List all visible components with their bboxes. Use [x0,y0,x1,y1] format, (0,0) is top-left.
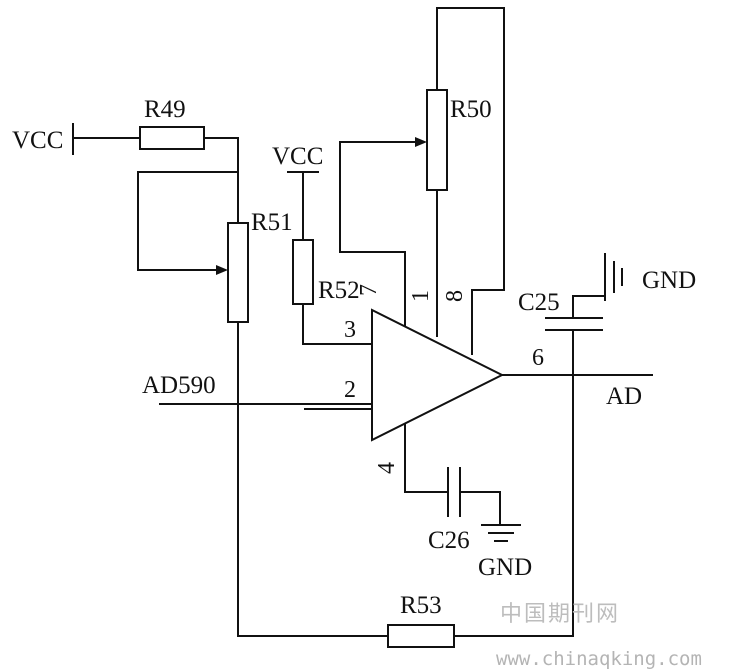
resistor-r51 [227,222,249,323]
r51-wiper-arrow [216,265,228,275]
label-r51: R51 [251,209,293,236]
pin-label-2: 2 [344,377,356,403]
wire-pin7 [339,141,417,331]
resistor-r50 [426,89,448,191]
wire-r50-top-loop [436,7,505,355]
label-r53: R53 [400,592,442,619]
label-ad590: AD590 [142,372,216,399]
pin-label-1: 1 [408,290,434,302]
capacitor-c26 [447,467,461,517]
label-c26: C26 [428,527,470,554]
label-r52: R52 [318,277,360,304]
label-vcc-left: VCC [12,127,63,154]
pin-label-6: 6 [532,345,544,371]
label-r50: R50 [450,96,492,123]
wire-r51-wiper-loop [137,171,239,271]
label-gnd-bottom: GND [478,554,532,581]
capacitor-c25 [545,317,603,331]
resistor-r53 [387,624,455,648]
watermark-cn: 中国期刊网 [500,602,620,627]
watermark-url: www.chinaqking.com [496,648,702,670]
pin-label-7: 7 [356,284,382,296]
r50-wiper-arrow [415,137,427,147]
wires [72,7,653,637]
label-r49: R49 [144,96,186,123]
label-ad-output: AD [606,383,642,410]
pin-label-4: 4 [374,462,400,474]
label-vcc-top: VCC [272,143,323,170]
wire-c25-gnd [572,295,606,319]
ground-symbol-bottom [481,524,521,542]
ground-symbol-top [604,253,623,301]
resistor-r49 [139,126,205,150]
pin-label-8: 8 [442,290,468,302]
wire-pin3 [302,303,373,345]
label-gnd-top: GND [642,267,696,294]
op-amp [371,308,505,442]
label-c25: C25 [518,289,560,316]
resistor-r52 [292,239,314,305]
pin-label-3: 3 [344,317,356,343]
wire-pin4 [404,417,449,493]
